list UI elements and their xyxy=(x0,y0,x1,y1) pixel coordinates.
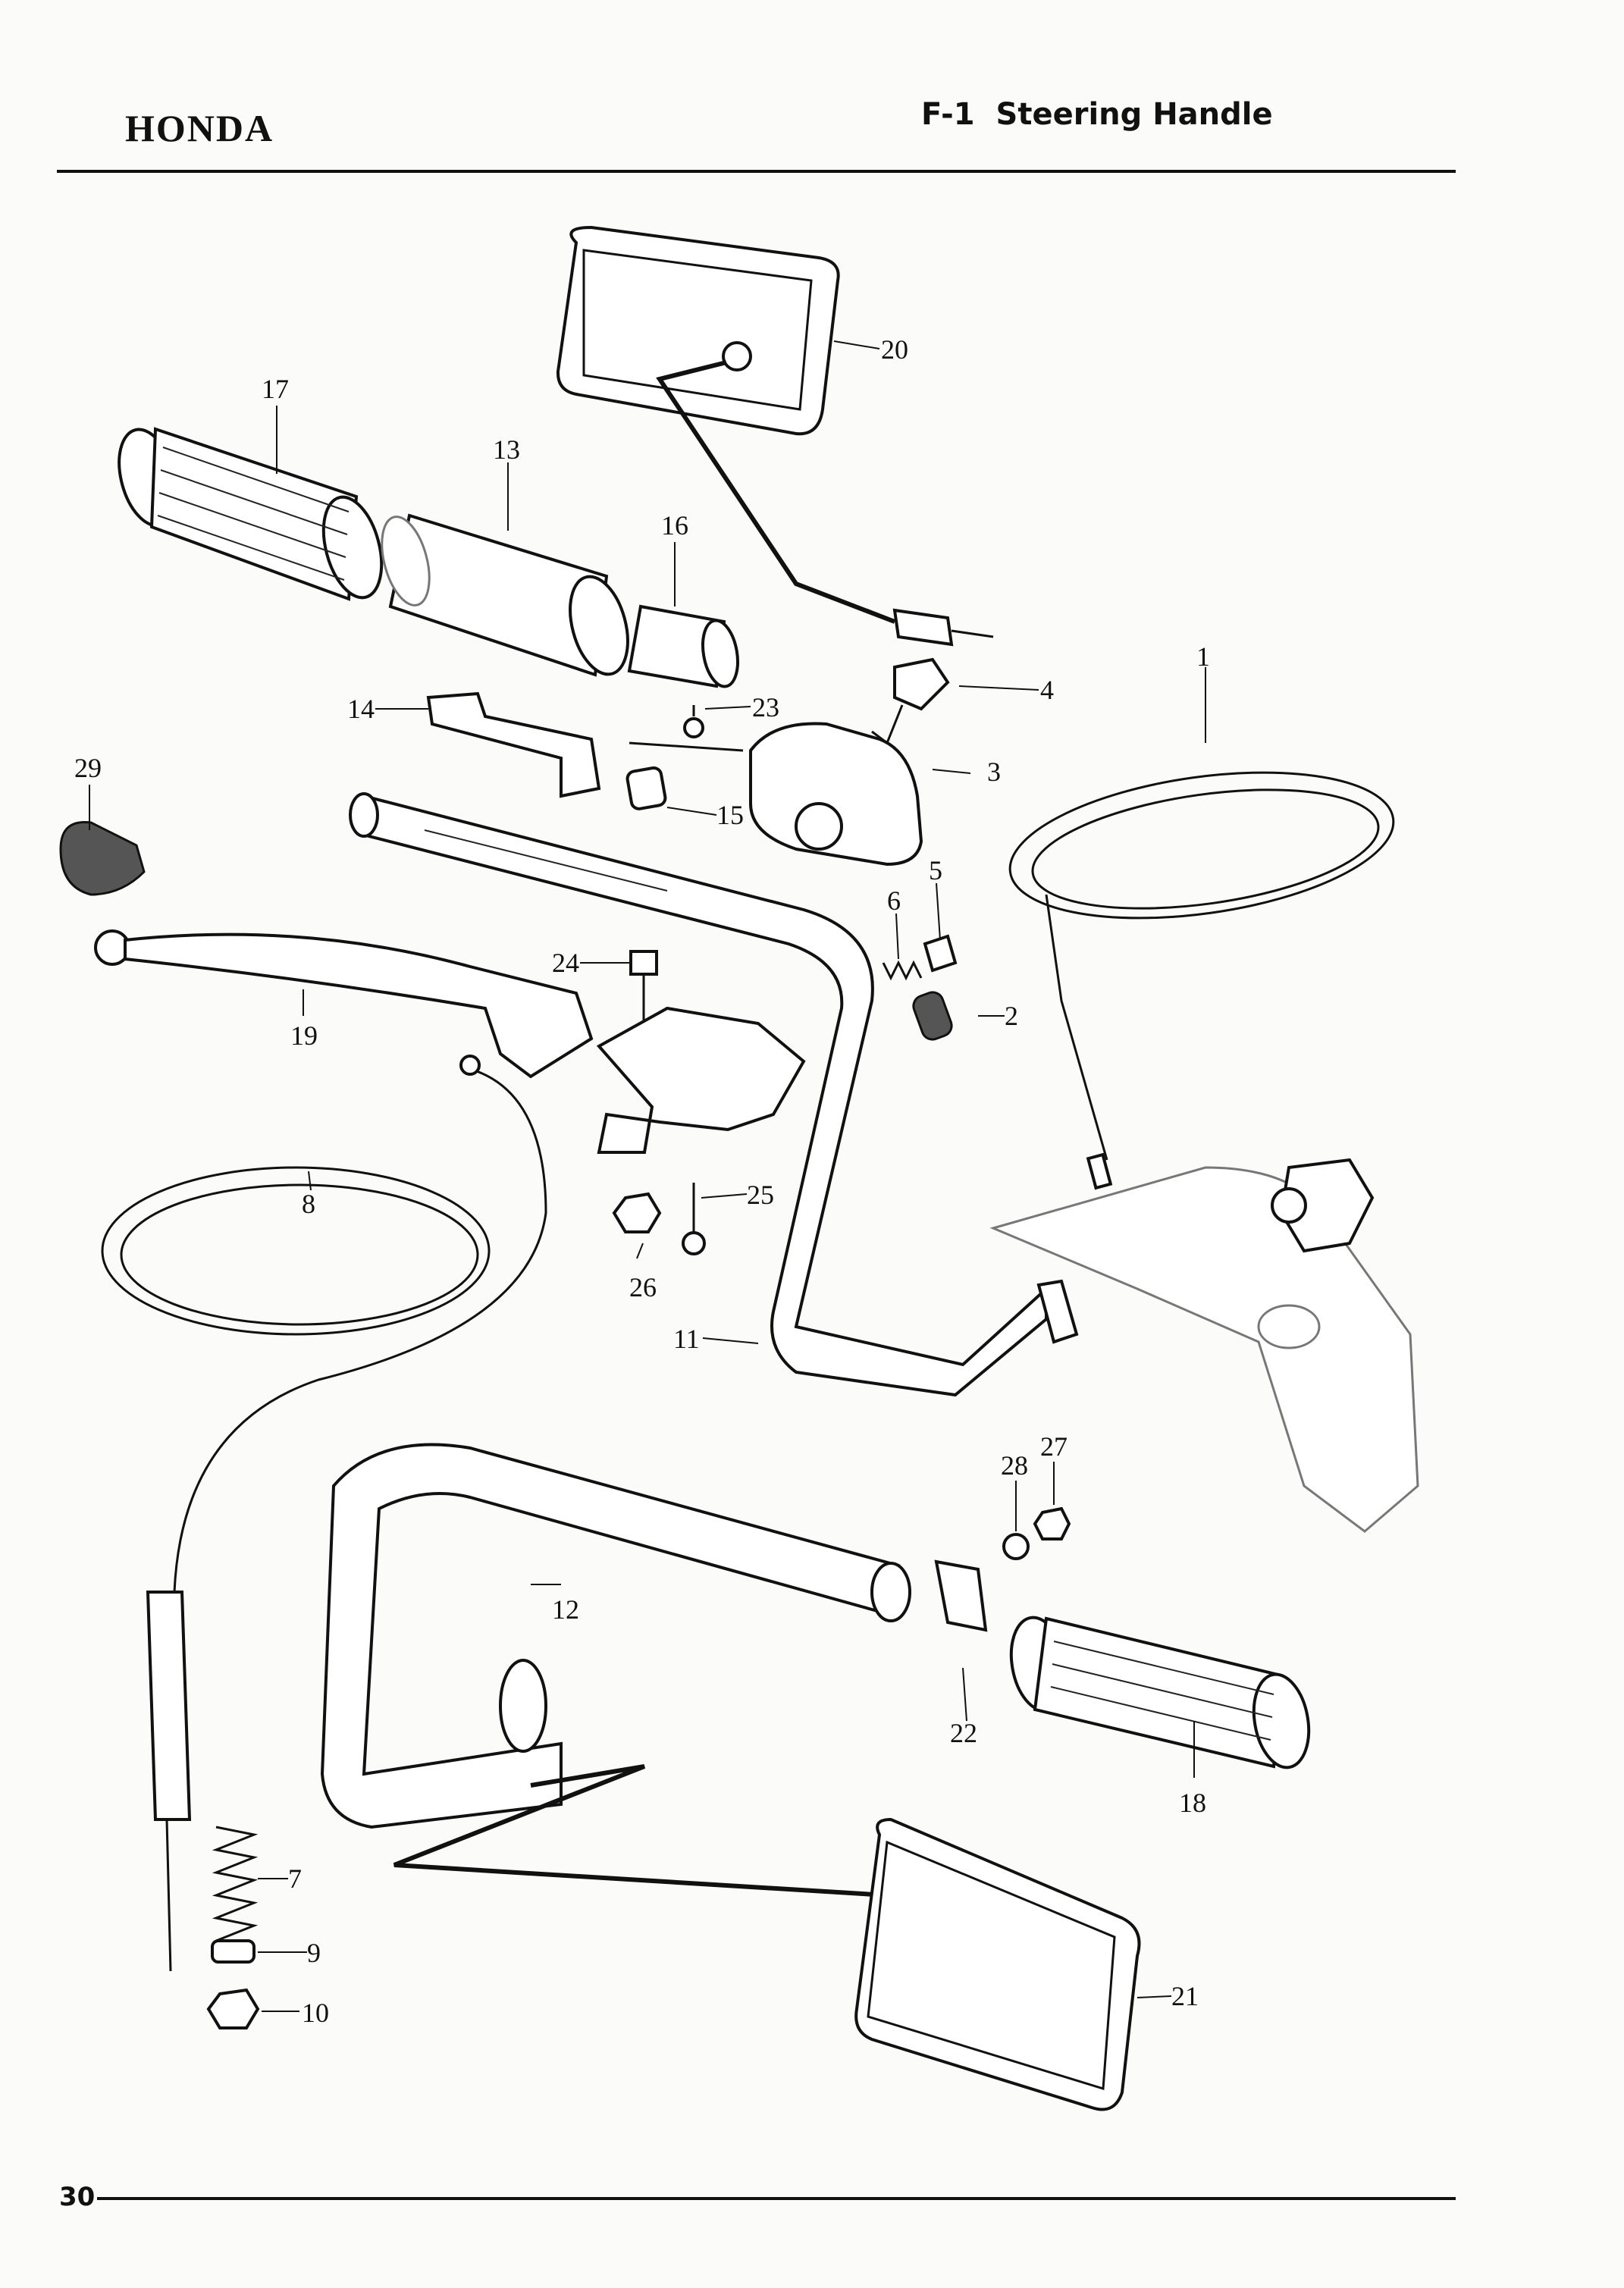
callout-10: 10 xyxy=(302,1998,329,2028)
part-14-switch-lever xyxy=(426,691,601,798)
part-19-clutch-lever xyxy=(94,929,594,1079)
callout-8: 8 xyxy=(302,1189,315,1219)
part-1-cable xyxy=(1008,771,1395,1190)
callout-labels: 1 2 3 4 5 6 7 8 9 10 11 12 13 14 15 16 1… xyxy=(74,334,1210,2028)
callout-28: 28 xyxy=(1001,1450,1028,1481)
part-20-mirror-upper xyxy=(556,225,994,647)
callout-27: 27 xyxy=(1040,1431,1068,1462)
callout-4: 4 xyxy=(1040,675,1054,705)
cable-adjuster xyxy=(146,1591,192,1972)
part-12-handle-bar xyxy=(320,1443,911,1829)
callout-2: 2 xyxy=(1005,1001,1018,1031)
part-28-washer xyxy=(1002,1533,1030,1560)
callout-26: 26 xyxy=(629,1272,657,1302)
callout-13: 13 xyxy=(493,434,520,465)
callout-15: 15 xyxy=(716,800,744,830)
part-17-grip-left xyxy=(118,427,384,601)
part-7-spring xyxy=(212,1826,259,1942)
part-4-bracket xyxy=(871,657,950,745)
part-29-cap xyxy=(59,820,146,896)
callout-18: 18 xyxy=(1179,1788,1206,1818)
callout-20: 20 xyxy=(881,334,908,365)
part-24-bolt xyxy=(629,950,658,1023)
header-rule xyxy=(57,170,1456,173)
footer-rule xyxy=(97,2197,1456,2200)
part-16-collar xyxy=(627,604,739,688)
callout-leaders xyxy=(89,340,1206,2012)
part-26-nut xyxy=(612,1192,662,1233)
callout-19: 19 xyxy=(290,1020,318,1051)
callout-25: 25 xyxy=(747,1180,774,1210)
brand-logo: HONDA xyxy=(125,107,274,149)
part-21-mirror-lower xyxy=(393,1764,1141,2111)
callout-5: 5 xyxy=(929,855,942,885)
callout-7: 7 xyxy=(288,1863,302,1894)
part-9-nipple xyxy=(211,1939,256,1964)
section-code: F-1 xyxy=(921,97,975,132)
callout-23: 23 xyxy=(752,692,779,722)
lever-bracket xyxy=(596,1006,806,1154)
part-22-clamp xyxy=(934,1559,988,1632)
part-18-grip-right xyxy=(1009,1616,1311,1769)
part-10-nut xyxy=(206,1988,260,2029)
section-heading: F-1 Steering Handle xyxy=(921,97,1273,132)
part-6-spring xyxy=(882,960,923,981)
part-15-block xyxy=(625,766,667,810)
page-number: 30 xyxy=(59,2182,96,2212)
callout-17: 17 xyxy=(262,374,289,404)
part-8-cable xyxy=(101,1055,547,1593)
callout-24: 24 xyxy=(552,948,579,978)
fork-nut xyxy=(1271,1158,1375,1253)
part-5-screw xyxy=(923,934,958,973)
part-3-switch-housing xyxy=(629,722,923,867)
part-27-nut xyxy=(1033,1506,1071,1540)
part-13-throttle-sleeve xyxy=(381,513,629,677)
callout-21: 21 xyxy=(1171,1981,1199,2011)
callout-3: 3 xyxy=(987,757,1001,787)
callout-22: 22 xyxy=(950,1718,977,1748)
callout-11: 11 xyxy=(673,1324,700,1354)
callout-14: 14 xyxy=(347,694,375,724)
part-25-bolt xyxy=(682,1183,706,1255)
callout-9: 9 xyxy=(307,1938,321,1968)
callout-6: 6 xyxy=(887,885,901,916)
part-11-handle-bar xyxy=(349,792,1079,1397)
callout-16: 16 xyxy=(661,510,688,541)
part-2-knob xyxy=(912,991,953,1041)
section-title: Steering Handle xyxy=(995,97,1273,132)
part-23-screw xyxy=(683,705,704,738)
callout-1: 1 xyxy=(1196,641,1210,672)
callout-29: 29 xyxy=(74,753,102,783)
callout-12: 12 xyxy=(552,1594,579,1625)
